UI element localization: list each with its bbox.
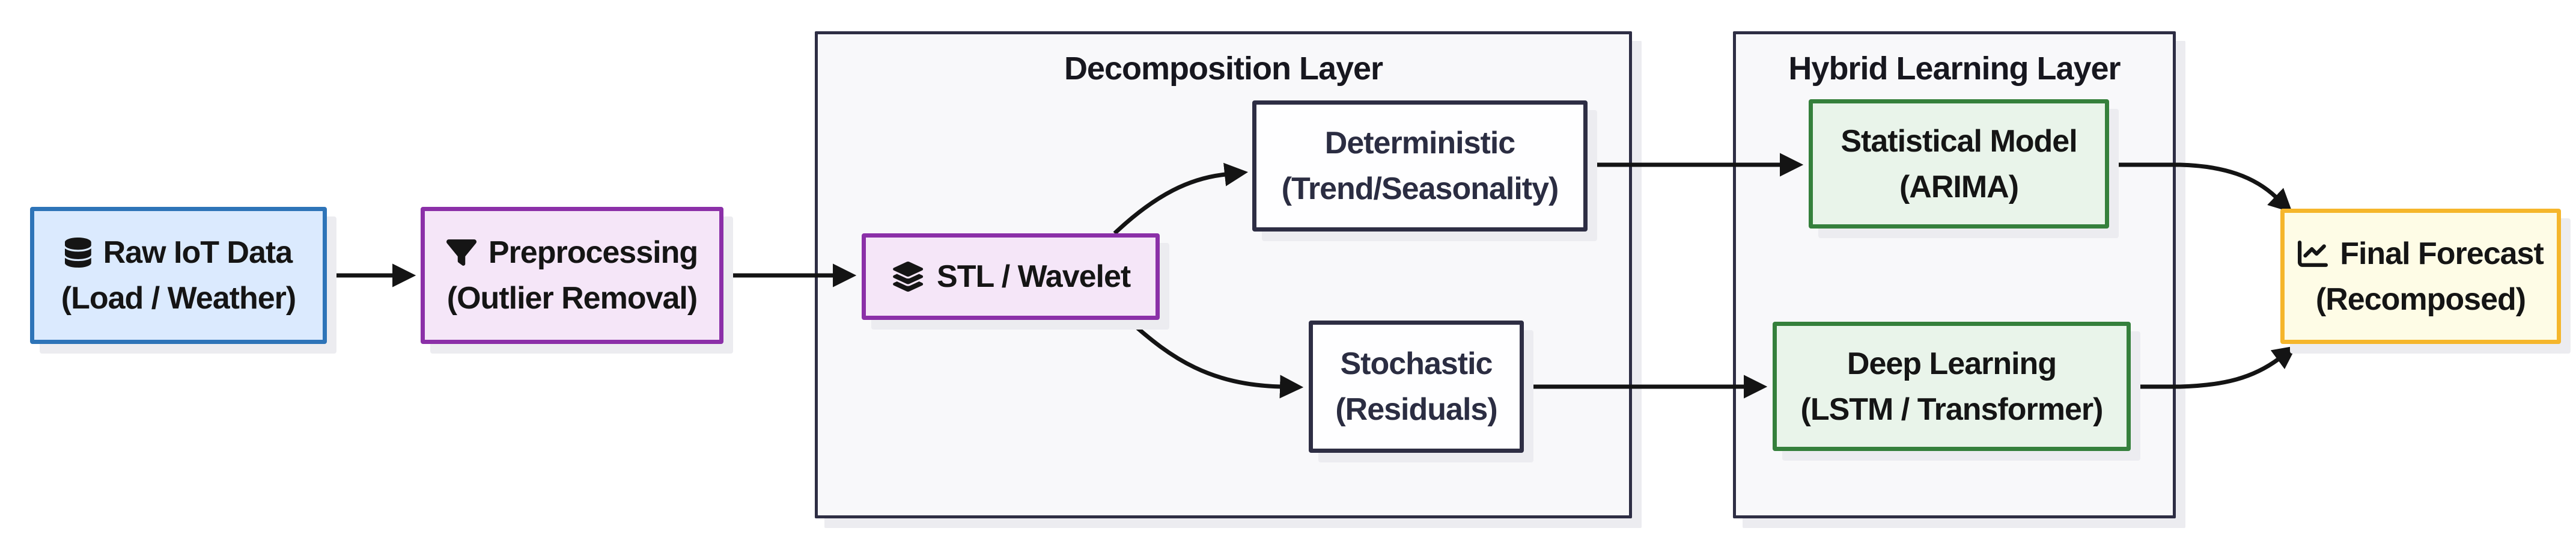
database-icon <box>64 238 91 268</box>
node-preprocessing: Preprocessing (Outlier Removal) <box>421 207 723 344</box>
node-label: Statistical Model <box>1841 123 2077 159</box>
node-deterministic: Deterministic (Trend/Seasonality) <box>1252 100 1588 232</box>
chart-line-icon <box>2298 239 2328 269</box>
node-sublabel: (Trend/Seasonality) <box>1281 171 1559 206</box>
node-label: Stochastic <box>1340 346 1493 381</box>
node-sublabel: (Residuals) <box>1335 392 1497 427</box>
node-stochastic: Stochastic (Residuals) <box>1309 321 1524 453</box>
node-label: Preprocessing <box>488 235 698 270</box>
node-final-forecast: Final Forecast (Recomposed) <box>2280 209 2561 344</box>
node-sublabel: (Recomposed) <box>2315 281 2526 317</box>
node-raw-iot-data: Raw IoT Data (Load / Weather) <box>30 207 327 344</box>
hybrid-learning-layer-title: Hybrid Learning Layer <box>1788 51 2121 87</box>
node-label: Deterministic <box>1324 126 1515 161</box>
node-label: Deep Learning <box>1847 346 2057 381</box>
node-deep-learning: Deep Learning (LSTM / Transformer) <box>1773 322 2131 451</box>
layers-icon <box>891 262 925 292</box>
node-stl-wavelet: STL / Wavelet <box>862 233 1160 320</box>
node-label: Final Forecast <box>2340 236 2544 271</box>
node-sublabel: (ARIMA) <box>1899 169 2019 204</box>
node-sublabel: (Outlier Removal) <box>446 281 698 316</box>
node-sublabel: (Load / Weather) <box>61 281 296 316</box>
decomposition-layer-title: Decomposition Layer <box>1064 51 1383 87</box>
node-statistical-model: Statistical Model (ARIMA) <box>1809 99 2109 229</box>
node-label: Raw IoT Data <box>103 235 293 270</box>
filter-icon <box>446 238 477 268</box>
node-sublabel: (LSTM / Transformer) <box>1800 391 2104 427</box>
node-label: STL / Wavelet <box>937 259 1131 294</box>
